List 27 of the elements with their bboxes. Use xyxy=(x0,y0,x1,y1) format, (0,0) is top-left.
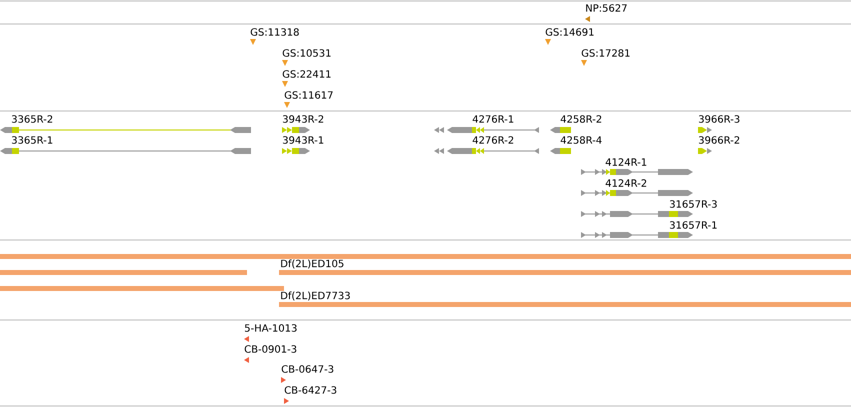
feature-label: 31657R-3 xyxy=(670,200,717,208)
feature-label: 3943R-1 xyxy=(282,136,324,144)
feature-label: GS:14691 xyxy=(546,28,594,36)
feature-label: CB-0647-3 xyxy=(282,365,334,373)
feature-label: GS:22411 xyxy=(282,70,331,78)
feature-label: GS:11318 xyxy=(250,28,299,36)
feature-label: NP:5627 xyxy=(586,4,627,12)
feature-label: GS:11617 xyxy=(284,91,333,99)
feature-label: 3365R-1 xyxy=(12,136,52,144)
feature-label: Df(2L)ED105 xyxy=(281,260,344,268)
feature-label: 4276R-1 xyxy=(472,115,514,123)
feature-label: 5-HA-1013 xyxy=(244,324,297,332)
feature-label: 4258R-2 xyxy=(560,115,602,123)
feature-label: 4124R-2 xyxy=(606,179,646,187)
feature-label: GS:10531 xyxy=(282,49,331,57)
feature-label: 3966R-3 xyxy=(698,115,740,123)
feature-label: GS:17281 xyxy=(582,49,630,57)
feature-label: 4124R-1 xyxy=(606,158,646,166)
feature-label: 4258R-4 xyxy=(560,136,602,144)
feature-label: Df(2L)ED7733 xyxy=(281,292,350,300)
feature-label: 4276R-2 xyxy=(472,136,514,144)
feature-label: 3943R-2 xyxy=(282,115,324,123)
feature-label: CB-0901-3 xyxy=(244,345,296,353)
feature-label: 3966R-2 xyxy=(698,136,740,144)
feature-label: 3365R-2 xyxy=(12,115,52,123)
feature-label: CB-6427-3 xyxy=(284,386,336,394)
feature-label: 31657R-1 xyxy=(670,221,717,229)
